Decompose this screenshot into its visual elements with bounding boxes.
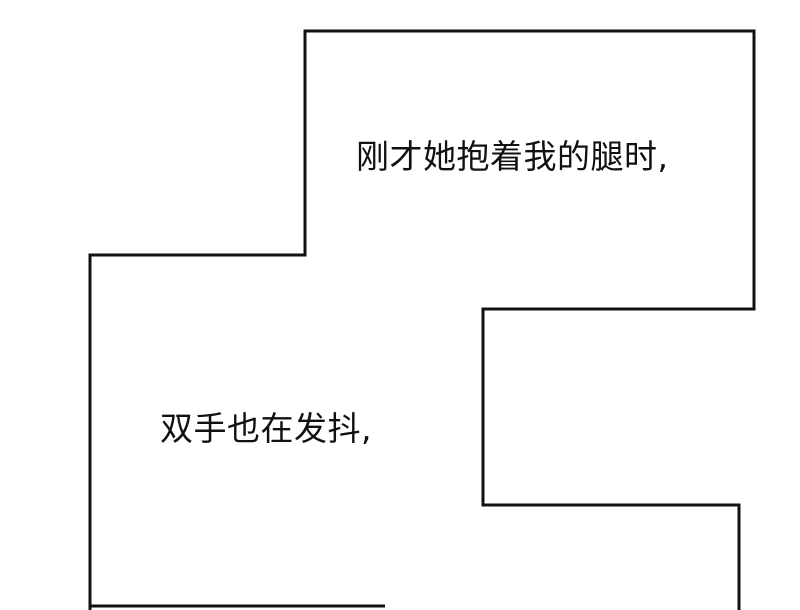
caption-text-bottom: 双手也在发抖, [160,409,372,448]
caption-box-outline [88,29,756,610]
caption-text-top: 刚才她抱着我的腿时, [356,137,669,176]
